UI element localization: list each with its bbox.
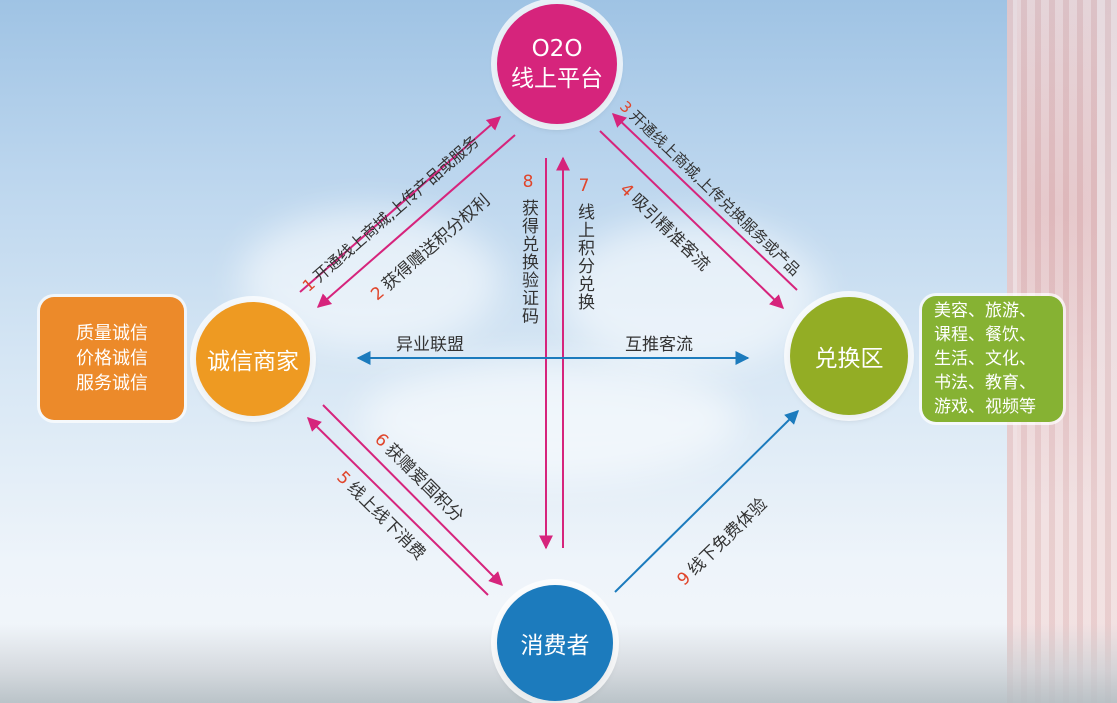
integrity-item: 服务诚信 <box>76 373 148 394</box>
label-mutual-traffic: 互推客流 <box>625 330 693 355</box>
label-alliance: 异业联盟 <box>396 330 464 355</box>
alliance-text: 异业联盟 <box>396 335 464 355</box>
edge-number: 8 <box>518 172 538 193</box>
exchange-label: 兑换区 <box>814 346 884 372</box>
node-o2o-platform: O2O 线上平台 <box>497 4 617 124</box>
edge-label-8: 8 获得兑换验证码 <box>518 172 538 325</box>
edge-number: 7 <box>574 176 594 197</box>
exchange-categories-box: 美容、旅游、 课程、餐饮、 生活、文化、 书法、教育、 游戏、视频等 <box>922 296 1063 422</box>
platform-line2: 线上平台 <box>511 66 603 92</box>
edge-label-7: 7 线上积分兑换 <box>574 176 594 311</box>
node-merchant: 诚信商家 <box>196 302 310 416</box>
merchant-integrity-box: 质量诚信 价格诚信 服务诚信 <box>40 297 184 420</box>
category-item: 游戏、视频等 <box>934 397 1036 417</box>
node-exchange: 兑换区 <box>790 297 908 415</box>
category-item: 美容、旅游、 <box>934 301 1036 321</box>
arrow-3 <box>611 113 798 291</box>
cloud-decoration <box>360 360 740 480</box>
consumer-label: 消费者 <box>520 633 590 659</box>
integrity-item: 质量诚信 <box>76 323 148 344</box>
merchant-label: 诚信商家 <box>207 349 299 375</box>
arrow-5 <box>322 404 503 586</box>
node-consumer: 消费者 <box>497 585 613 701</box>
category-item: 书法、教育、 <box>934 373 1036 393</box>
arrow-4 <box>599 130 785 309</box>
edge-text: 线上积分兑换 <box>574 203 594 311</box>
mutual-text: 互推客流 <box>625 335 693 355</box>
arrow-9 <box>614 410 799 593</box>
arrow-2 <box>316 134 516 308</box>
edge-text: 获得兑换验证码 <box>518 199 538 325</box>
platform-line1: O2O <box>531 36 583 62</box>
arrow-6 <box>307 417 489 596</box>
category-item: 课程、餐饮、 <box>934 325 1036 345</box>
arrow-1 <box>299 116 502 293</box>
category-item: 生活、文化、 <box>934 349 1036 369</box>
integrity-item: 价格诚信 <box>76 348 148 369</box>
